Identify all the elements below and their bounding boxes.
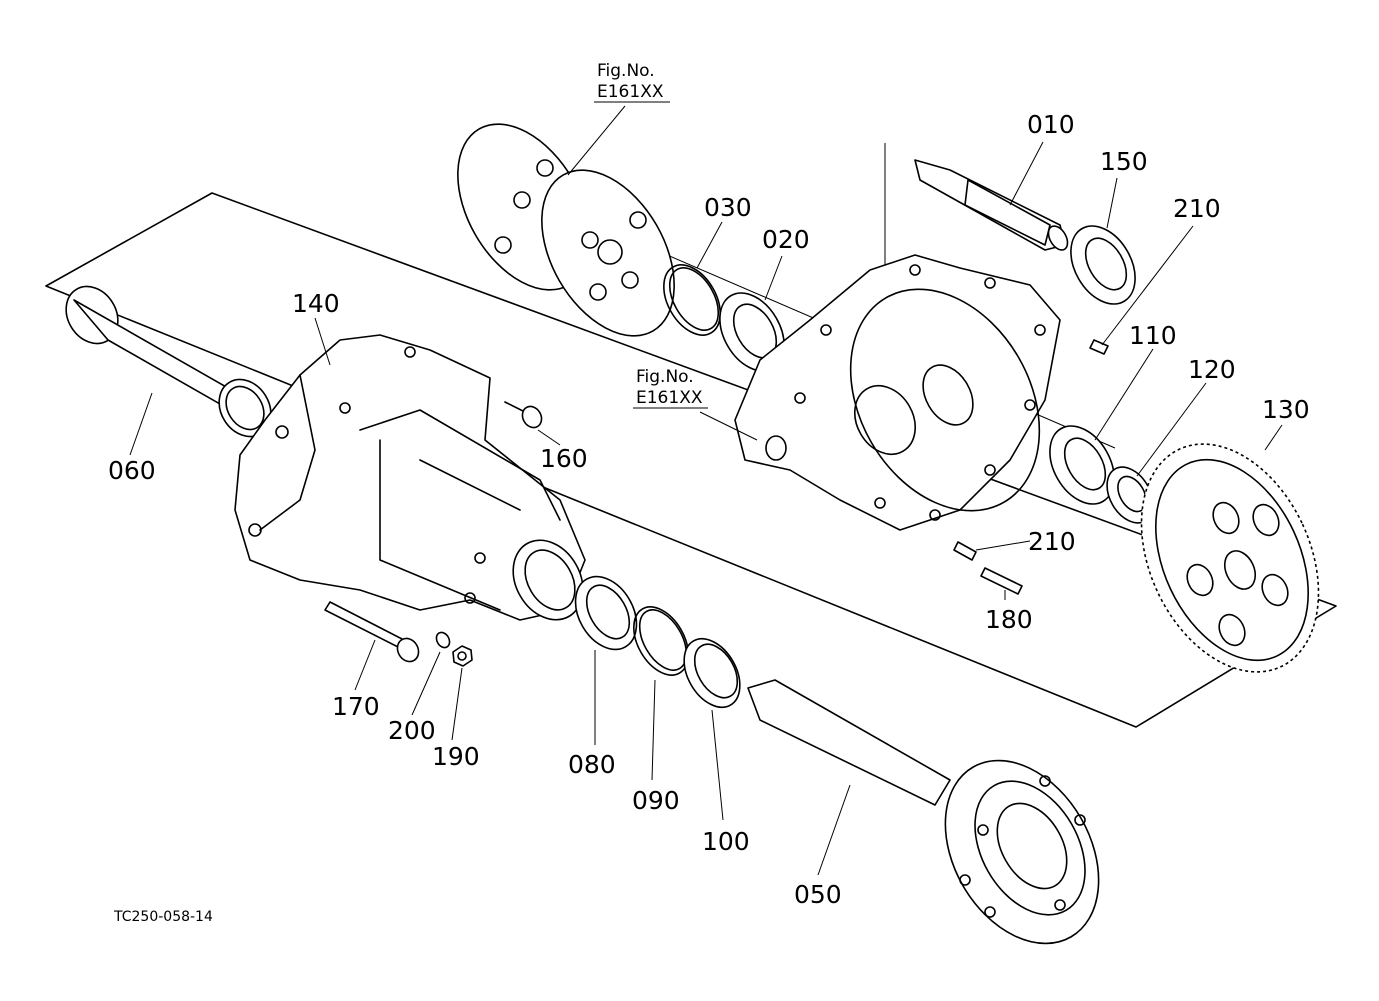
figure-reference-lower: Fig.No. E161XX	[633, 367, 708, 409]
seal-080	[574, 575, 638, 651]
housing-140	[234, 334, 586, 621]
part-label-050: 050	[794, 880, 842, 909]
washer-200	[435, 631, 451, 649]
figure-ref-lower-line2: E161XX	[636, 388, 703, 408]
leader-lines	[129, 105, 1283, 876]
circlip-090	[633, 606, 689, 676]
part-label-080: 080	[568, 750, 616, 779]
part-label-190: 190	[432, 742, 480, 771]
part-label-180: 180	[985, 605, 1033, 634]
part-label-130: 130	[1262, 395, 1310, 424]
pin-210-upper	[1089, 339, 1109, 355]
part-label-030: 030	[704, 193, 752, 222]
ring-100	[683, 637, 741, 709]
axle-shaft-050	[747, 679, 1100, 945]
part-label-210-lower: 210	[1028, 527, 1076, 556]
part-label-010: 010	[1027, 110, 1075, 139]
part-label-060: 060	[108, 456, 156, 485]
brake-plates	[457, 123, 675, 337]
part-label-150: 150	[1100, 147, 1148, 176]
assembly-frame	[45, 143, 1337, 728]
drawing-code: TC250-058-14	[113, 909, 213, 925]
bolt-170	[324, 601, 420, 663]
figure-reference-upper: Fig.No. E161XX	[594, 61, 670, 103]
pinion-shaft-010	[914, 159, 1069, 251]
bolt-160	[504, 401, 543, 429]
part-label-210-upper: 210	[1173, 194, 1221, 223]
sleeve-060	[65, 285, 272, 438]
part-label-140: 140	[292, 289, 340, 318]
part-label-110: 110	[1129, 321, 1177, 350]
case-plate	[734, 254, 1061, 531]
bearing-150	[1070, 225, 1136, 305]
nut-190	[452, 645, 473, 667]
part-label-200: 200	[388, 716, 436, 745]
part-label-120: 120	[1188, 355, 1236, 384]
gear-130	[1140, 443, 1320, 673]
circlip-030	[663, 264, 721, 336]
part-label-160: 160	[540, 444, 588, 473]
bearing-110	[1049, 425, 1115, 505]
figure-ref-upper-line2: E161XX	[597, 82, 664, 102]
part-label-090: 090	[632, 786, 680, 815]
stud-180	[980, 567, 1023, 595]
part-labels: 010 020 030 050 060 080 090 100 110 120 …	[108, 110, 1310, 909]
part-label-100: 100	[702, 827, 750, 856]
part-label-170: 170	[332, 692, 380, 721]
pin-210-lower	[953, 541, 977, 561]
part-label-020: 020	[762, 225, 810, 254]
figure-ref-lower-line1: Fig.No.	[636, 367, 694, 387]
figure-ref-upper-line1: Fig.No.	[597, 61, 655, 81]
